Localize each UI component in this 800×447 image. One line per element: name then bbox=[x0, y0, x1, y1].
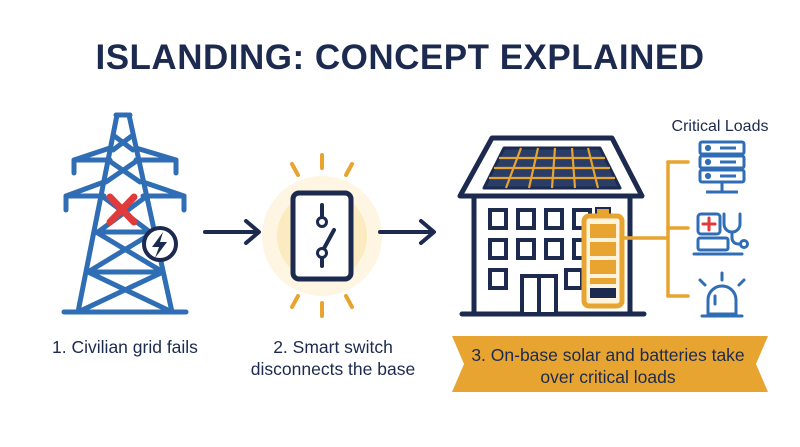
server-rack-icon bbox=[698, 140, 746, 194]
step-3-banner bbox=[452, 336, 768, 392]
solar-panel-icon bbox=[482, 146, 622, 190]
alarm-beacon-icon bbox=[698, 271, 746, 318]
battery-icon bbox=[581, 207, 625, 309]
medical-equipment-icon bbox=[692, 212, 749, 256]
transmission-tower-icon bbox=[61, 112, 189, 315]
lightning-bolt-icon bbox=[142, 226, 178, 262]
step-3-caption: 3. On-base solar and batteries take over… bbox=[471, 345, 745, 387]
failure-x-icon bbox=[106, 193, 138, 226]
flow-arrow-1 bbox=[203, 219, 261, 245]
power-feed-lines bbox=[620, 160, 690, 298]
step-1-caption: 1. Civilian grid fails bbox=[52, 337, 198, 357]
critical-loads-label: Critical Loads bbox=[671, 118, 769, 135]
flow-arrow-2 bbox=[378, 219, 436, 245]
diagram-title: ISLANDING: CONCEPT EXPLAINED bbox=[95, 38, 705, 77]
smart-switch-icon bbox=[262, 153, 382, 318]
step-2-caption: 2. Smart switch disconnects the base bbox=[250, 337, 416, 379]
